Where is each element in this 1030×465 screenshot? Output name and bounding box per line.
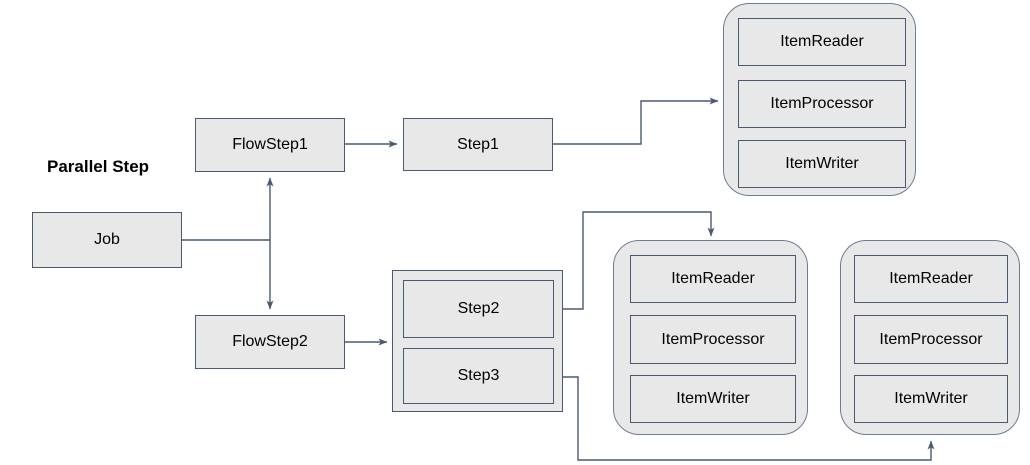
chunk-group-2: ItemReader ItemProcessor ItemWriter <box>613 240 808 435</box>
node-itemwriter-2[interactable]: ItemWriter <box>630 375 796 423</box>
node-itemwriter-3[interactable]: ItemWriter <box>854 375 1008 423</box>
node-step3[interactable]: Step3 <box>403 348 554 404</box>
node-itemreader-1[interactable]: ItemReader <box>738 18 906 66</box>
edge-step1-to-chunk-group-1 <box>553 97 719 145</box>
node-step1[interactable]: Step1 <box>403 118 553 171</box>
chunk-group-1: ItemReader ItemProcessor ItemWriter <box>723 3 916 196</box>
step-group-container: Step2 Step3 <box>392 270 563 412</box>
node-itemwriter-1[interactable]: ItemWriter <box>738 140 906 188</box>
node-itemreader-3[interactable]: ItemReader <box>854 255 1008 303</box>
node-flowstep2[interactable]: FlowStep2 <box>195 315 345 369</box>
node-step2[interactable]: Step2 <box>403 280 554 338</box>
node-itemprocessor-3[interactable]: ItemProcessor <box>854 315 1008 364</box>
parallel-step-title: Parallel Step <box>47 157 150 176</box>
node-flowstep1[interactable]: FlowStep1 <box>195 118 345 172</box>
node-itemprocessor-1[interactable]: ItemProcessor <box>738 80 906 128</box>
node-itemreader-2[interactable]: ItemReader <box>630 255 796 303</box>
node-job[interactable]: Job <box>32 212 182 268</box>
chunk-group-3: ItemReader ItemProcessor ItemWriter <box>840 240 1020 435</box>
node-itemprocessor-2[interactable]: ItemProcessor <box>630 315 796 364</box>
